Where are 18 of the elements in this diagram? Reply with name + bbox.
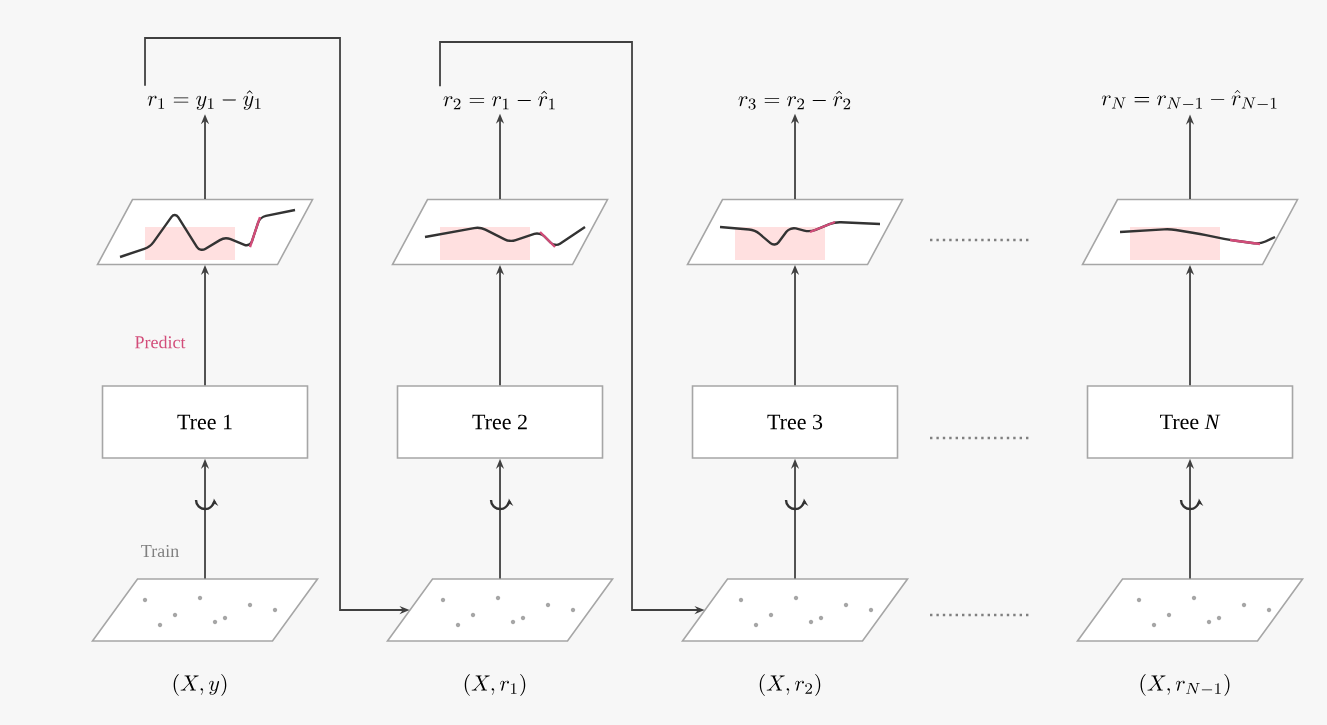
line-chart-drawing (96, 198, 314, 266)
residual-formula: $r_1 = y_1 - \hat{y}_1$ (147, 90, 261, 110)
line-chart-drawing (686, 198, 904, 266)
edge-label: Predict (135, 335, 186, 349)
data-label: $(X, y)$ (173, 674, 227, 696)
line-chart-drawing (391, 198, 609, 266)
data-label: $(X, r_2)$ (759, 674, 821, 696)
tree-box: Tree 2 (396, 385, 604, 459)
edge-label: Train (141, 544, 179, 558)
residual-formula: $r_2 = r_1 - \hat{r}_1$ (443, 90, 555, 110)
tree-box: Tree N (1086, 385, 1294, 459)
tree-box: Tree 1 (101, 385, 309, 459)
data-label: $(X, r_1)$ (464, 674, 526, 696)
tree-box: Tree 3 (691, 385, 899, 459)
data-label: $(X, r_{N-1})$ (1140, 674, 1230, 696)
residual-formula: $r_N = r_{N-1} - \hat{r}_{N-1}$ (1101, 89, 1277, 109)
residual-formula: $r_3 = r_2 - \hat{r}_2$ (738, 90, 851, 110)
line-chart-drawing (1081, 198, 1299, 266)
